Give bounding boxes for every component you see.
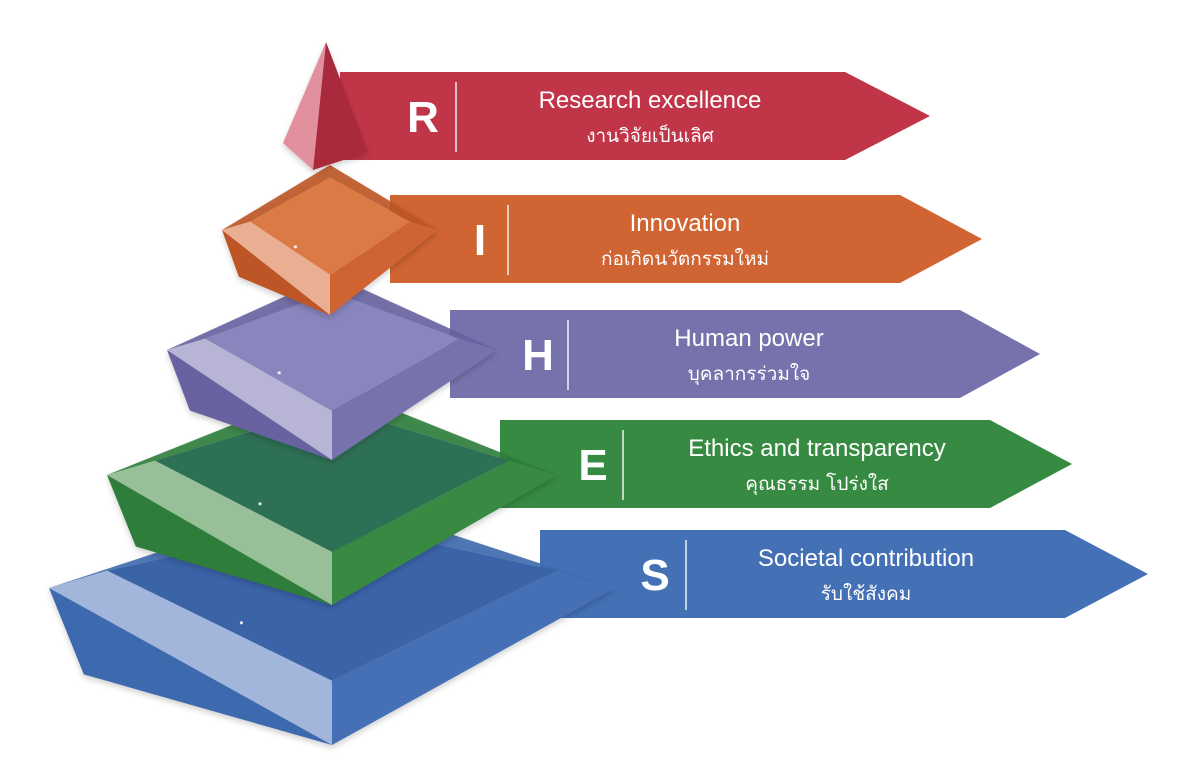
tier-subtitle-s: รับใช้สังคม [821,583,912,605]
arrow-band-e [500,420,1072,508]
arrow-band-s [540,530,1148,618]
arrow-band-i [390,195,982,283]
tier-left-face-s [49,570,332,745]
tier-arrows [340,72,1148,618]
tier-top-face-h [205,292,459,411]
tier-subtitle-e: คุณธรรม โปร่งใส [745,472,889,496]
tier-top-face-e [155,406,509,552]
tier-title-e: Ethics and transparency [688,435,945,462]
tier-right-face-h [332,338,497,460]
tier-title-h: Human power [674,325,823,352]
tier-right-face-s [332,570,615,745]
tier-top-face-i [250,177,410,275]
pyramid-tier-i [222,165,438,315]
tier-title-s: Societal contribution [758,545,974,572]
tier-labels: R Research excellence งานวิจัยเป็นเลิศ I Inn… [407,82,974,610]
tier-title-r: Research excellence [539,87,762,114]
pyramid-apex-r [283,42,368,170]
arrow-band-r [340,72,930,160]
sparkle-icon [293,245,298,249]
tier-subtitle-h: บุคลากรร่วมใจ [688,363,811,386]
tier-right-face-e [332,460,557,605]
tier-left-face-i [222,221,330,315]
tier-left-face-e [107,460,332,605]
tier-letter-h: H [522,331,554,380]
pyramid [49,42,615,745]
tier-letter-e: E [578,441,607,490]
tier-letter-i: I [474,216,486,265]
tier-left-face-h [167,338,332,460]
sparkle-icon [277,371,281,375]
sparkle-icon [239,621,244,625]
tier-letter-s: S [640,551,669,600]
tier-subtitle-i: ก่อเกิดนวัตกรรมใหม่ [601,248,769,270]
tier-right-face-i [330,221,438,315]
sparkle-icon [258,502,262,506]
tier-subtitle-r: งานวิจัยเป็นเลิศ [586,123,714,147]
arrow-band-h [450,310,1040,398]
apex-right-face [313,42,368,170]
tier-letter-r: R [407,93,439,142]
pyramid-tier-e [107,385,557,605]
tier-title-i: Innovation [630,210,741,237]
apex-left-face [283,42,326,170]
